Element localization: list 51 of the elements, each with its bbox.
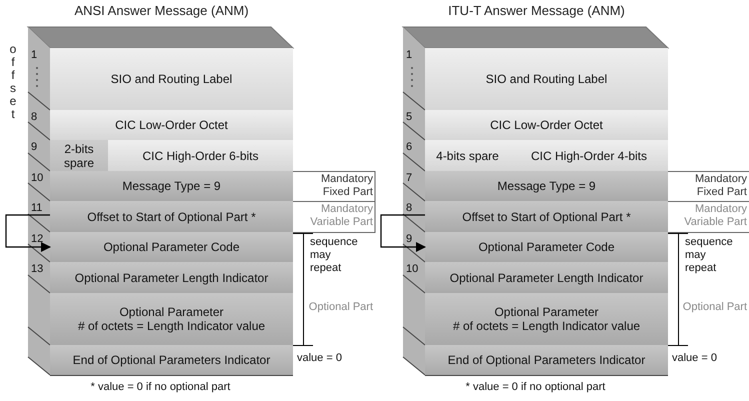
field-label: SIO and Routing Label [110,72,232,86]
field-label: Optional Parameter [494,305,599,319]
offset-number: 9 [406,233,412,245]
field-label: SIO and Routing Label [486,72,608,86]
field-label: Optional Parameter Length Indicator [74,270,268,284]
field-label: End of Optional Parameters Indicator [72,353,270,367]
field-label: Optional Parameter Length Indicator [450,270,644,284]
message-heading: ITU-T Answer Message (ANM) [447,3,626,18]
section-label: Mandatory Variable Part [683,203,747,229]
offset-number: 1 [406,49,412,61]
field-label: Message Type = 9 [122,179,221,193]
offset-number: 8 [31,111,38,123]
field-label: CIC High-Order 6-bits [142,148,259,162]
field-label: Message Type = 9 [497,179,596,193]
offset-number: 9 [31,141,38,153]
offset-number: 12 [31,233,44,245]
value-note: value = 0 [672,352,718,365]
footnote: * value = 0 if no optional part [90,381,232,394]
field-label: # of octets = Length Indicator value [452,319,640,333]
offset-number: 5 [406,111,412,123]
note: sequence may repeat [685,236,734,275]
offset-number: 13 [31,263,44,275]
field-label: CIC High-Order 4-bits [530,148,648,162]
section-label: Mandatory Fixed Part [694,173,747,199]
message-heading: ANSI Answer Message (ANM) [73,3,250,18]
offset-label: offset [6,42,20,120]
footnote: * value = 0 if no optional part [464,381,606,394]
field-label: Optional Parameter [119,305,224,319]
offset-number: 10 [406,263,418,275]
field-label: CIC Low-Order Octet [115,118,228,132]
field-label: 2-bits spare [62,142,96,170]
offset-number: 11 [31,202,42,214]
offset-number: 6 [406,141,412,153]
field-label: 4-bits spare [436,148,499,162]
offset-number: 10 [31,172,44,184]
offset-number: 7 [406,172,412,184]
field-label: CIC Low-Order Octet [490,118,603,132]
value-note: value = 0 [297,352,343,365]
note: sequence may repeat [310,236,359,275]
field-label: Optional Parameter Code [103,240,240,254]
field-label: Optional Parameter Code [478,240,615,254]
field-label: Offset to Start of Optional Part * [87,210,256,224]
section-label: Optional Part [308,301,373,314]
field-label: # of octets = Length Indicator value [78,319,266,333]
offset-number: 8 [406,202,412,214]
offset-number: 1 [31,49,38,61]
section-label: Optional Part [682,301,747,314]
field-label: End of Optional Parameters Indicator [448,353,646,367]
section-label: Mandatory Variable Part [309,203,373,229]
field-label: Offset to Start of Optional Part * [462,210,631,224]
section-label: Mandatory Fixed Part [320,173,373,199]
